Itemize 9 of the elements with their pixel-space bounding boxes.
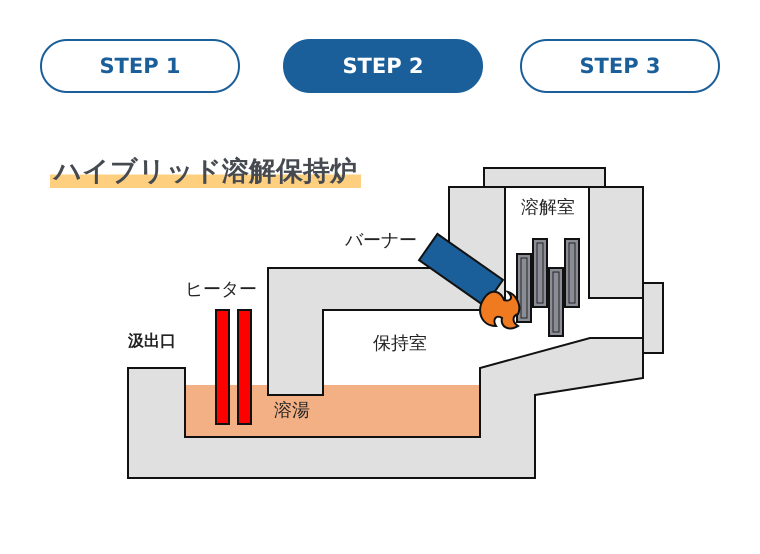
part-label: ヒーター xyxy=(185,281,257,299)
part-label: 汲出口 xyxy=(128,333,176,349)
part-label: 溶湯 xyxy=(274,402,310,420)
part-label: バーナー xyxy=(345,232,417,250)
part-label: 保持室 xyxy=(373,335,427,353)
step-button: STEP 1 xyxy=(40,39,240,93)
step-button: STEP 3 xyxy=(520,39,720,93)
part-label: 溶解室 xyxy=(521,199,575,217)
step-button: STEP 2 xyxy=(283,39,483,93)
